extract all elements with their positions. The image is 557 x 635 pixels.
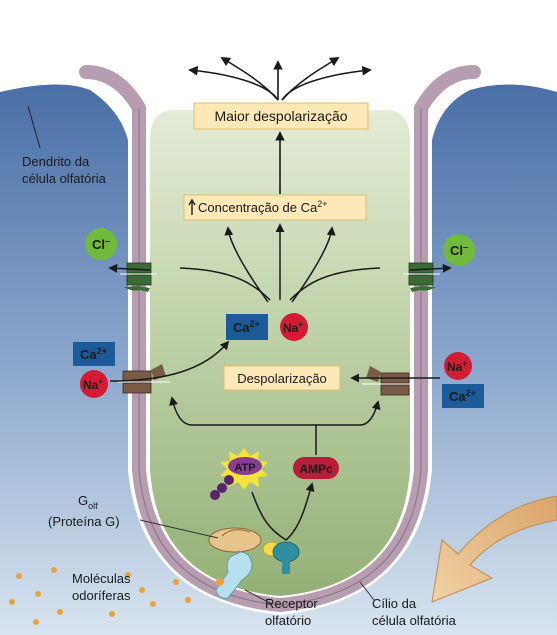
svg-text:Ca2+: Ca2+: [449, 388, 476, 404]
atp-molecule: ATP: [210, 448, 268, 500]
cl-ion-left: Cl–: [85, 228, 117, 260]
ca-ion-center: Ca2+: [226, 314, 268, 340]
svg-text:Na+: Na+: [83, 377, 103, 392]
svg-text:AMPc: AMPc: [299, 462, 333, 476]
label-moleculas: Moléculas odoríferas: [72, 571, 134, 603]
label-receptor: Receptor olfatório: [265, 596, 321, 628]
olfactory-receptor: [215, 551, 253, 599]
label-golf: Golf: [78, 493, 98, 511]
cilium-cytoplasm: [150, 110, 410, 596]
svg-text:Ca2+: Ca2+: [80, 346, 107, 362]
ampc-arrows: [169, 396, 381, 455]
chloride-channel-right: [403, 262, 440, 292]
ca-ion-right: Ca2+: [442, 384, 484, 408]
stimulus-arrow: [431, 495, 557, 603]
central-fan-arrows: [179, 223, 381, 303]
na-ion-right: Na+: [444, 352, 472, 380]
label-maior-despolarizacao: Maior despolarização: [214, 108, 347, 124]
svg-text:Cl–: Cl–: [450, 242, 468, 258]
ca-ion-left: Ca2+: [73, 342, 115, 366]
svg-text:Na+: Na+: [283, 320, 303, 335]
label-concentracao-ca: Concentração de Ca2+: [198, 199, 328, 215]
na-ion-left: Na+: [80, 370, 108, 398]
na-ion-center: Na+: [280, 313, 308, 341]
atp-to-ampc-arrow: [251, 482, 315, 541]
label-cilio: Cílio da célula olfatória: [372, 596, 457, 628]
svg-text:Ca2+: Ca2+: [233, 319, 260, 335]
odorant-molecules: [9, 567, 191, 625]
svg-text:Cl–: Cl–: [92, 236, 110, 252]
ampc-molecule: AMPc: [293, 457, 339, 479]
svg-text:Na+: Na+: [447, 359, 467, 374]
top-arrows: [188, 57, 372, 101]
adenylyl-cyclase: [272, 541, 300, 574]
svg-text:ATP: ATP: [234, 462, 255, 474]
label-dendrito: Dendrito da célula olfatória: [22, 154, 107, 186]
cl-ion-right: Cl–: [443, 234, 475, 266]
chloride-channel-left: [120, 262, 157, 292]
label-proteina-g: (Proteína G): [48, 514, 120, 529]
up-arrow-icon: [188, 198, 196, 215]
label-despolarizacao: Despolarização: [237, 371, 327, 386]
